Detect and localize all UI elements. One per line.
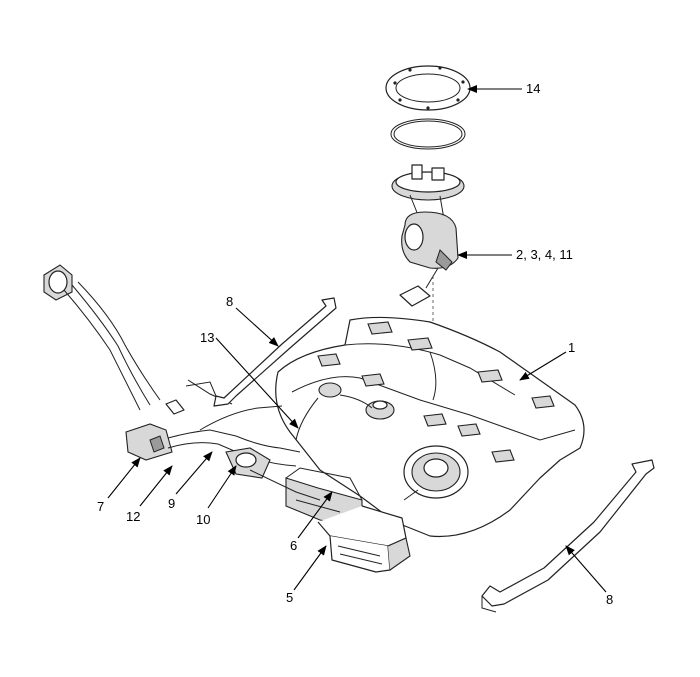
callout-13: 13 <box>200 330 214 345</box>
callout-1: 1 <box>568 340 575 355</box>
canister-assembly <box>285 467 411 573</box>
leader-5 <box>293 545 327 591</box>
callout-9: 9 <box>168 496 175 511</box>
fuel-pump-module <box>391 164 465 440</box>
callout-7: 7 <box>97 499 104 514</box>
leader-1 <box>519 351 567 381</box>
callout-14: 14 <box>526 81 540 96</box>
callout-5: 5 <box>286 590 293 605</box>
leader-12 <box>139 465 173 507</box>
callout-2-3-4-11: 2, 3, 4, 11 <box>516 247 573 262</box>
callout-8-lower: 8 <box>606 592 613 607</box>
fuel-tank <box>275 316 585 538</box>
gasket-ring <box>390 118 466 150</box>
leader-7 <box>107 457 141 499</box>
callout-10: 10 <box>196 512 210 527</box>
leader-lines <box>107 85 607 593</box>
callout-6: 6 <box>290 538 297 553</box>
callout-8-upper: 8 <box>226 294 233 309</box>
tank-strap-upper <box>185 297 337 407</box>
tank-strap-lower <box>481 459 655 613</box>
leader-13 <box>215 337 299 429</box>
retainer-plate <box>385 65 471 111</box>
leader-8-upper <box>235 307 279 347</box>
callout-12: 12 <box>126 509 140 524</box>
filler-neck-assembly <box>43 264 321 501</box>
leader-8-lower <box>565 545 607 593</box>
leader-9 <box>175 451 213 495</box>
leader-6 <box>297 491 333 539</box>
leader-10 <box>207 465 237 509</box>
